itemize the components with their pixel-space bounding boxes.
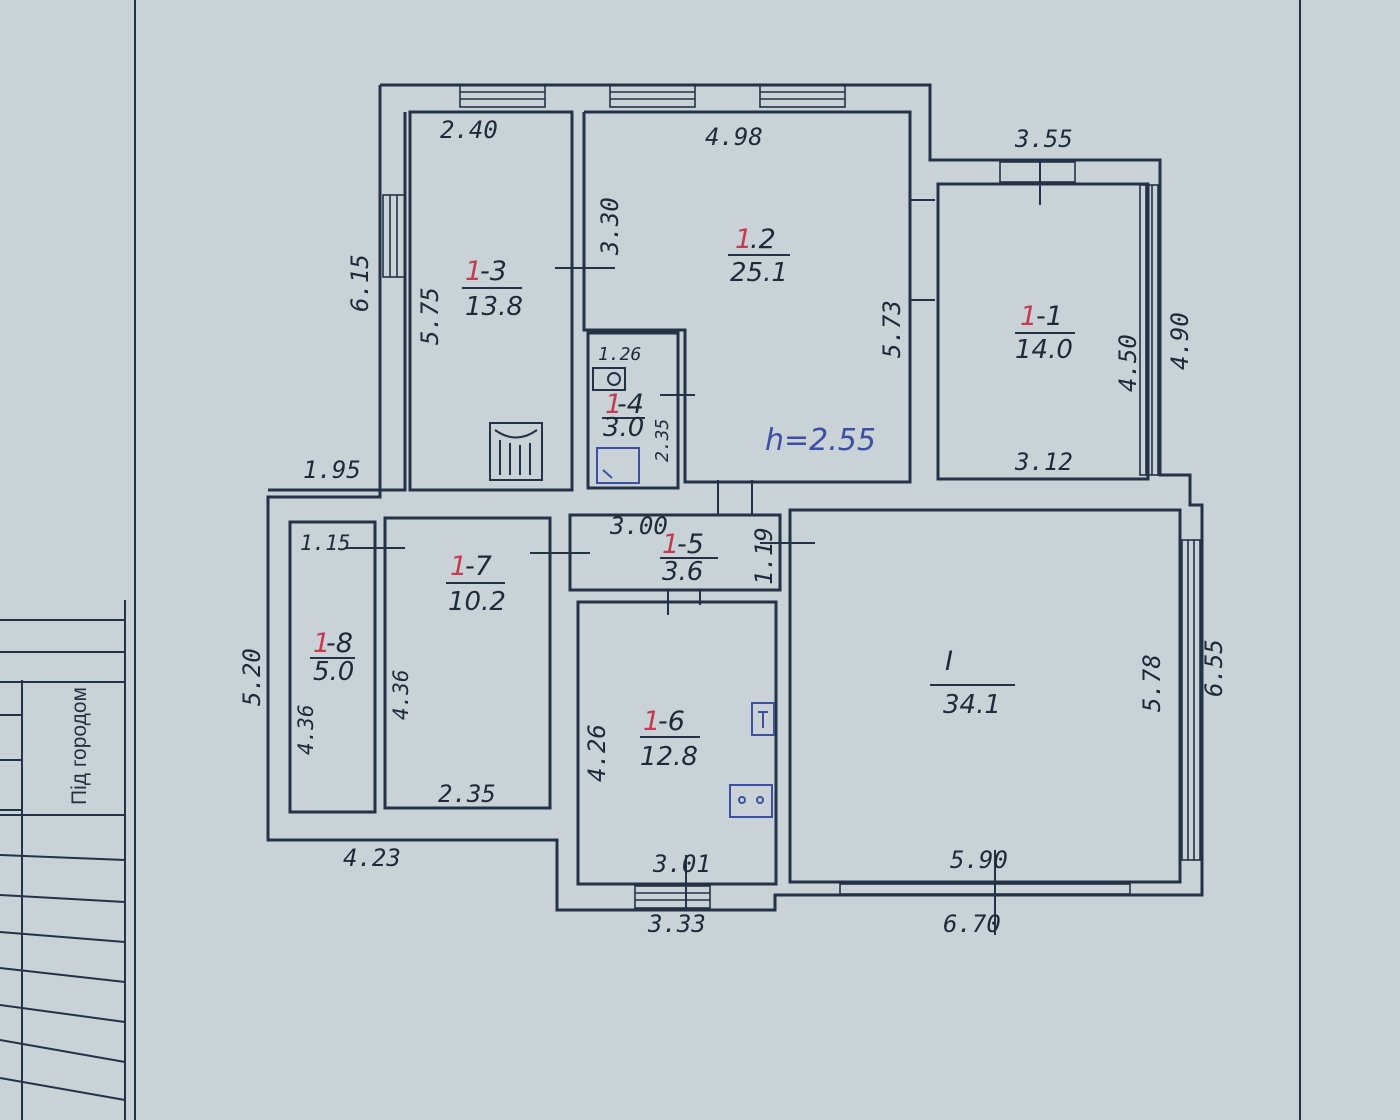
room-1-1-outline xyxy=(936,182,1150,481)
room-1-3-number: -3 xyxy=(480,256,507,287)
room-1-7-number: -7 xyxy=(465,551,492,582)
room-I-outline xyxy=(788,508,1182,884)
room-1-6-number: -6 xyxy=(658,706,685,737)
side-label: Під городом xyxy=(68,687,91,805)
room-1-1-label: 1 -1 14.0 xyxy=(1015,301,1075,365)
room-1-1-prefix: 1 xyxy=(1020,301,1037,332)
room-1-3-prefix: 1 xyxy=(465,256,482,287)
sheet-frame xyxy=(0,0,1301,1120)
dim-4-36-right: 4.36 xyxy=(389,669,413,720)
dim-4-98: 4.98 xyxy=(705,123,763,151)
cooker-icon xyxy=(729,784,773,818)
room-1-2-outline xyxy=(582,110,912,484)
window-right-room-I xyxy=(1181,539,1201,861)
room-1-7-prefix: 1 xyxy=(450,551,467,582)
window-left xyxy=(382,194,406,278)
room-1-6-area: 12.8 xyxy=(640,742,698,772)
door-marks xyxy=(345,160,1041,935)
dim-5-90: 5.90 xyxy=(950,846,1008,874)
window-right-long xyxy=(1139,184,1159,476)
room-1-7-label: 1 -7 10.2 xyxy=(446,551,506,617)
dim-1-95: 1.95 xyxy=(303,456,361,484)
dim-1-26: 1.26 xyxy=(598,344,641,365)
room-1-2-number: .2 xyxy=(750,224,776,255)
room-1-7-area: 10.2 xyxy=(448,587,506,617)
dim-1-15: 1.15 xyxy=(300,531,351,555)
dim-4-90: 4.90 xyxy=(1166,312,1194,370)
dim-2-35-bath: 2.35 xyxy=(652,419,673,462)
dim-2-40: 2.40 xyxy=(440,116,498,144)
window-bottom-room-1-6 xyxy=(634,885,711,909)
inner-walls xyxy=(288,110,1182,886)
room-1-3-outline xyxy=(408,110,574,492)
dim-1-19: 1.19 xyxy=(750,527,778,585)
dimension-labels: 2.40 4.98 3.55 1.26 3.12 1.95 1.15 3.00 … xyxy=(238,116,1228,938)
room-1-6-outline xyxy=(576,600,778,886)
windows xyxy=(382,84,1201,909)
dim-5-73: 5.73 xyxy=(878,300,906,358)
window-top-3 xyxy=(759,84,846,108)
dim-6-70: 6.70 xyxy=(943,910,1001,938)
room-1-7-outline xyxy=(383,516,552,810)
dim-3-55: 3.55 xyxy=(1014,125,1073,153)
room-1-6-prefix: 1 xyxy=(643,706,660,737)
room-1-5-prefix: 1 xyxy=(662,529,679,560)
room-1-8-prefix: 1 xyxy=(313,628,330,659)
window-room-1-1-top xyxy=(999,161,1076,183)
room-1-4-number: -4 xyxy=(617,389,644,420)
room-1-3-area: 13.8 xyxy=(465,292,523,322)
room-1-8-label: 1 -8 5.0 xyxy=(310,628,355,687)
dim-4-50: 4.50 xyxy=(1114,334,1142,392)
room-1-8-area: 5.0 xyxy=(313,657,354,687)
dim-5-78: 5.78 xyxy=(1138,654,1166,712)
window-bottom-room-I xyxy=(839,883,1131,895)
dim-3-00: 3.00 xyxy=(609,512,668,540)
room-I-number: I xyxy=(945,646,953,677)
room-1-4-prefix: 1 xyxy=(605,389,622,420)
dim-3-01: 3.01 xyxy=(652,850,711,878)
room-1-2-label: 1 .2 25.1 xyxy=(728,224,790,288)
dim-6-55: 6.55 xyxy=(1200,639,1228,697)
ceiling-height-label: h=2.55 xyxy=(765,423,876,458)
room-1-5-label: 1 -5 3.6 xyxy=(660,529,718,587)
room-1-8-number: -8 xyxy=(326,628,353,659)
room-1-2-prefix: 1 xyxy=(735,224,752,255)
dim-4-36-left: 4.36 xyxy=(294,704,318,755)
dim-5-75: 5.75 xyxy=(416,287,444,345)
dim-4-23: 4.23 xyxy=(343,844,401,872)
room-1-6-label: 1 -6 12.8 xyxy=(640,706,700,772)
room-1-1-area: 14.0 xyxy=(1015,335,1073,365)
shower-icon xyxy=(596,447,640,484)
room-1-4-outline xyxy=(586,331,680,490)
room-1-5-area: 3.6 xyxy=(662,557,703,587)
stove-icon xyxy=(489,422,543,481)
room-1-4-label: 1 -4 3.0 xyxy=(602,389,645,443)
toilet-icon xyxy=(592,367,626,391)
room-1-3-label: 1 -3 13.8 xyxy=(462,256,523,322)
room-1-2-area: 25.1 xyxy=(730,258,788,288)
dim-4-26: 4.26 xyxy=(583,724,611,782)
room-I-label: I 34.1 xyxy=(930,646,1015,720)
dim-2-35: 2.35 xyxy=(438,780,496,808)
dim-5-20: 5.20 xyxy=(238,648,266,706)
outer-walls xyxy=(266,83,1204,912)
dim-6-15: 6.15 xyxy=(346,254,374,312)
dim-3-30: 3.30 xyxy=(596,197,624,256)
room-1-8-outline xyxy=(288,520,377,814)
dim-3-12: 3.12 xyxy=(1014,448,1073,476)
room-1-4-area: 3.0 xyxy=(603,413,644,443)
room-1-5-number: -5 xyxy=(677,529,704,560)
window-top-1 xyxy=(459,84,546,108)
room-1-1-number: -1 xyxy=(1036,301,1063,332)
window-top-2 xyxy=(609,84,696,108)
dim-3-33: 3.33 xyxy=(647,910,706,938)
room-I-area: 34.1 xyxy=(943,690,1001,720)
boiler-icon xyxy=(751,702,775,736)
